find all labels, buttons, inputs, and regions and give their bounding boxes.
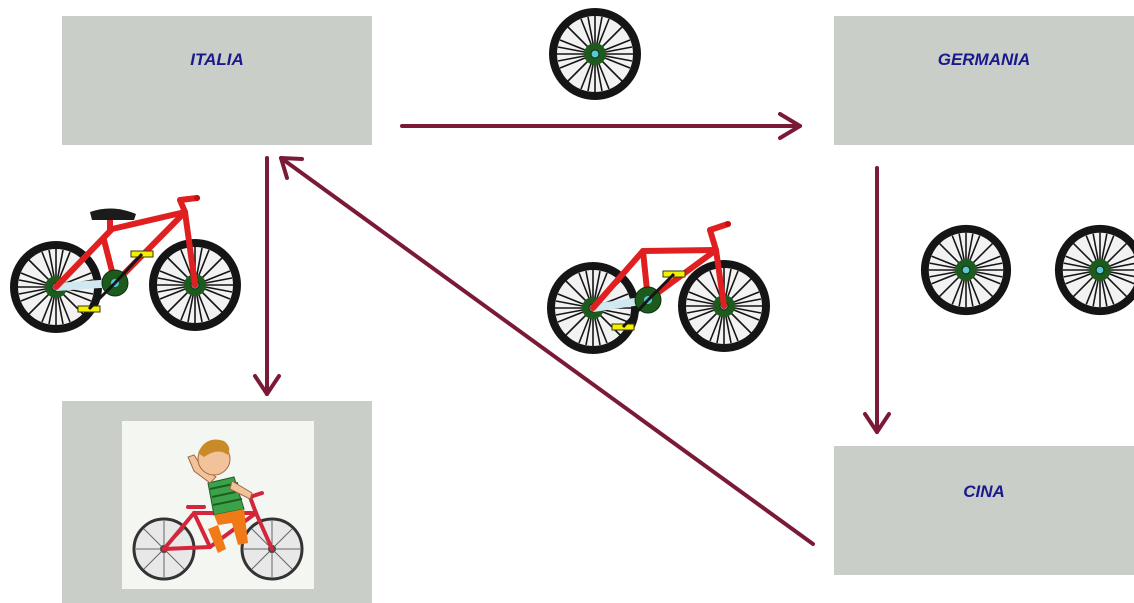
- arrow-italia-to-germania: [400, 112, 802, 140]
- italia-box: ITALIA: [62, 16, 372, 145]
- wheel-icon: [1054, 224, 1134, 316]
- bicycle-frame-icon: [546, 221, 771, 355]
- child-on-bike-box: [62, 401, 372, 603]
- italia-label: ITALIA: [190, 50, 244, 69]
- arrow-cina-to-italia: [279, 156, 815, 546]
- wheel-icon: [548, 7, 642, 101]
- arrow-italia-to-child: [253, 156, 281, 396]
- wheel-icon: [920, 224, 1012, 316]
- cina-box: CINA: [834, 446, 1134, 575]
- germania-box: GERMANIA: [834, 16, 1134, 145]
- cina-label: CINA: [963, 482, 1005, 501]
- bicycle-icon: [9, 195, 242, 334]
- germania-label: GERMANIA: [937, 50, 1031, 69]
- arrow-germania-to-cina: [863, 166, 891, 434]
- child-riding-bicycle-image: [122, 421, 314, 589]
